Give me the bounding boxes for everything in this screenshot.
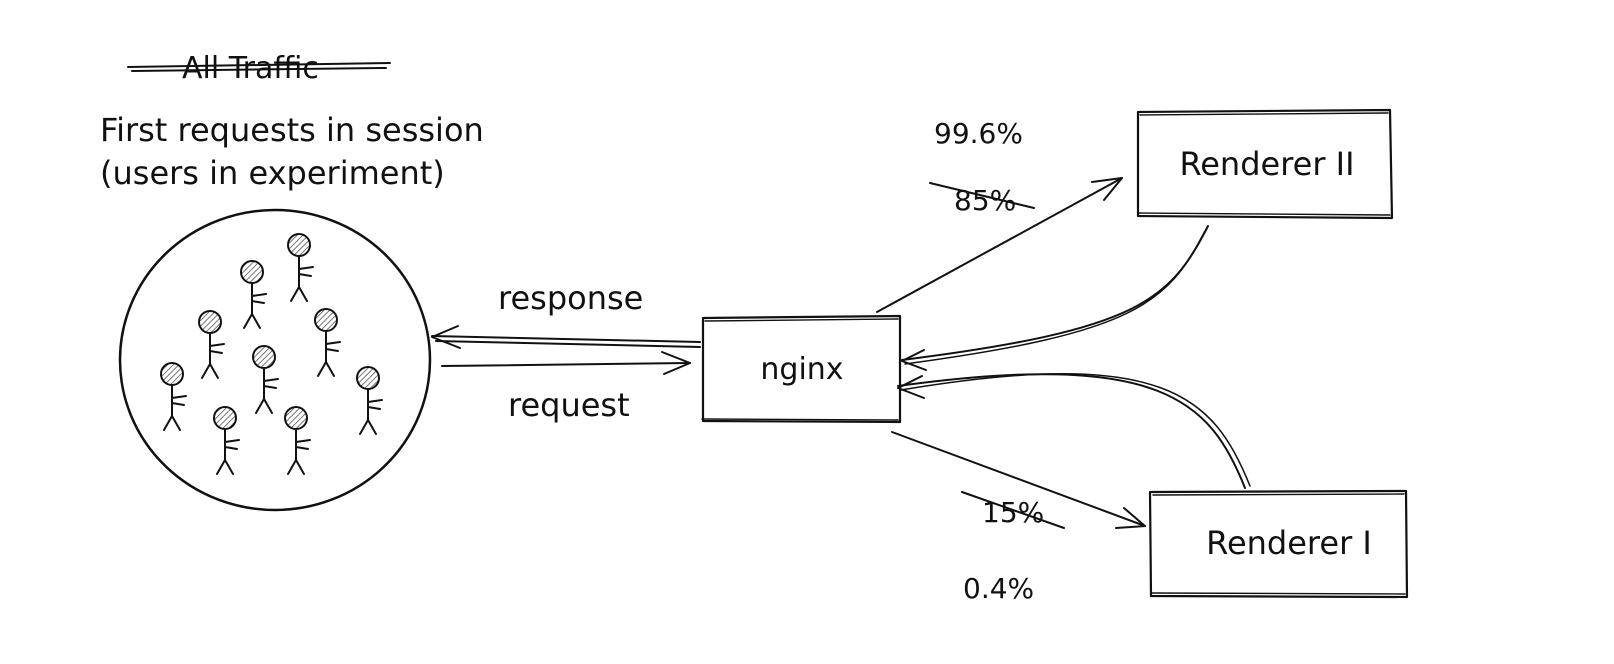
- nginx-label: nginx: [760, 352, 843, 387]
- stick-figure: [314, 308, 341, 377]
- renderer-2-node: Renderer II: [1136, 108, 1394, 220]
- stick-figure: [284, 406, 311, 475]
- renderer-2-label: Renderer II: [1179, 145, 1354, 183]
- users-circle: [118, 208, 432, 512]
- arrow-renderer-1-to-nginx: [897, 373, 1251, 489]
- arrow-nginx-to-renderer-1: [891, 431, 1146, 529]
- pct-renderer-2-current: 99.6%: [934, 117, 1023, 150]
- stick-figure: [213, 406, 240, 475]
- strikethrough-line: [127, 62, 391, 72]
- arrow-renderer-2-to-nginx: [901, 225, 1209, 371]
- pct-renderer-1-old: 15%: [982, 496, 1044, 529]
- stick-figure: [287, 233, 314, 302]
- pct-renderer-1-old-struck: 15%: [961, 491, 1065, 529]
- stick-figure: [252, 345, 279, 414]
- response-arrow: [431, 325, 701, 349]
- stick-figure: [240, 260, 267, 329]
- heading-line-2: (users in experiment): [100, 154, 445, 192]
- response-label: response: [498, 279, 643, 317]
- stick-figure: [198, 310, 225, 379]
- pct-renderer-1-current: 0.4%: [963, 572, 1034, 605]
- renderer-1-node: Renderer I: [1148, 489, 1409, 599]
- stick-figure: [160, 362, 187, 431]
- request-arrow: [441, 351, 691, 375]
- pct-renderer-2-old-struck: 85%: [929, 182, 1035, 217]
- stick-figures: [160, 233, 383, 475]
- stick-figure: [356, 366, 383, 435]
- nginx-node: nginx: [701, 314, 902, 424]
- arrow-nginx-to-renderer-2: [876, 177, 1123, 313]
- heading-line-1: First requests in session: [100, 111, 484, 149]
- renderer-1-label: Renderer I: [1206, 524, 1372, 562]
- heading: All Traffic First requests in session (u…: [100, 51, 484, 192]
- request-label: request: [508, 386, 630, 424]
- users-group: [118, 208, 432, 512]
